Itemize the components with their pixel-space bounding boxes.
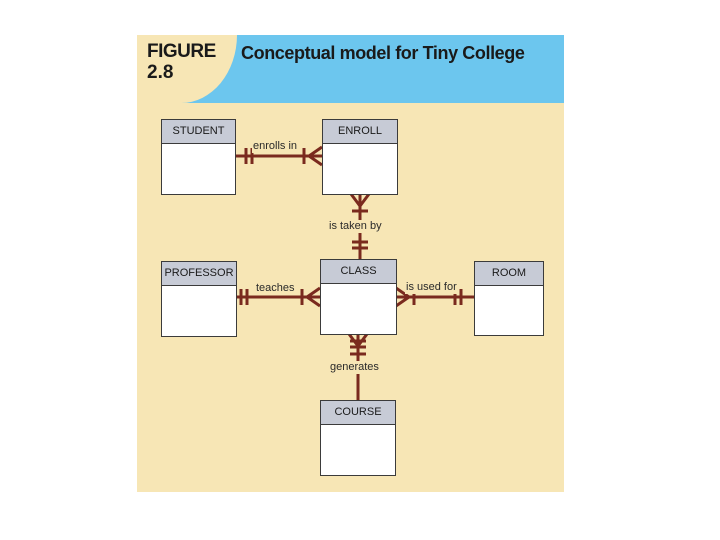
crowfoot-mark — [347, 333, 369, 349]
relationship-label-is-used-for: is used for — [405, 281, 458, 294]
entity-class: CLASS — [320, 259, 397, 335]
entity-name: CLASS — [321, 260, 396, 284]
relationship-label-generates: generates — [329, 361, 380, 374]
figure-title: Conceptual model for Tiny College — [241, 43, 525, 63]
relationship-label-teaches: teaches — [255, 282, 296, 295]
crowfoot-mark — [349, 193, 371, 209]
entity-name: PROFESSOR — [162, 262, 236, 286]
crowfoot-mark — [306, 145, 323, 167]
entity-enroll: ENROLL — [322, 119, 398, 195]
figure-number: 2.8 — [147, 62, 174, 83]
entity-course: COURSE — [320, 400, 396, 476]
relationship-label-is-taken-by: is taken by — [328, 220, 383, 233]
crowfoot-mark — [395, 286, 412, 308]
entity-name: STUDENT — [162, 120, 235, 144]
figure-panel: FIGURE 2.8 Conceptual model for Tiny Col… — [137, 35, 564, 492]
entity-name: ENROLL — [323, 120, 397, 144]
entity-name: ROOM — [475, 262, 543, 286]
figure-label: FIGURE — [147, 41, 216, 62]
entity-professor: PROFESSOR — [161, 261, 237, 337]
relationship-label-enrolls-in: enrolls in — [252, 140, 299, 153]
entity-name: COURSE — [321, 401, 395, 425]
crowfoot-mark — [304, 286, 321, 308]
entity-room: ROOM — [474, 261, 544, 336]
entity-student: STUDENT — [161, 119, 236, 195]
